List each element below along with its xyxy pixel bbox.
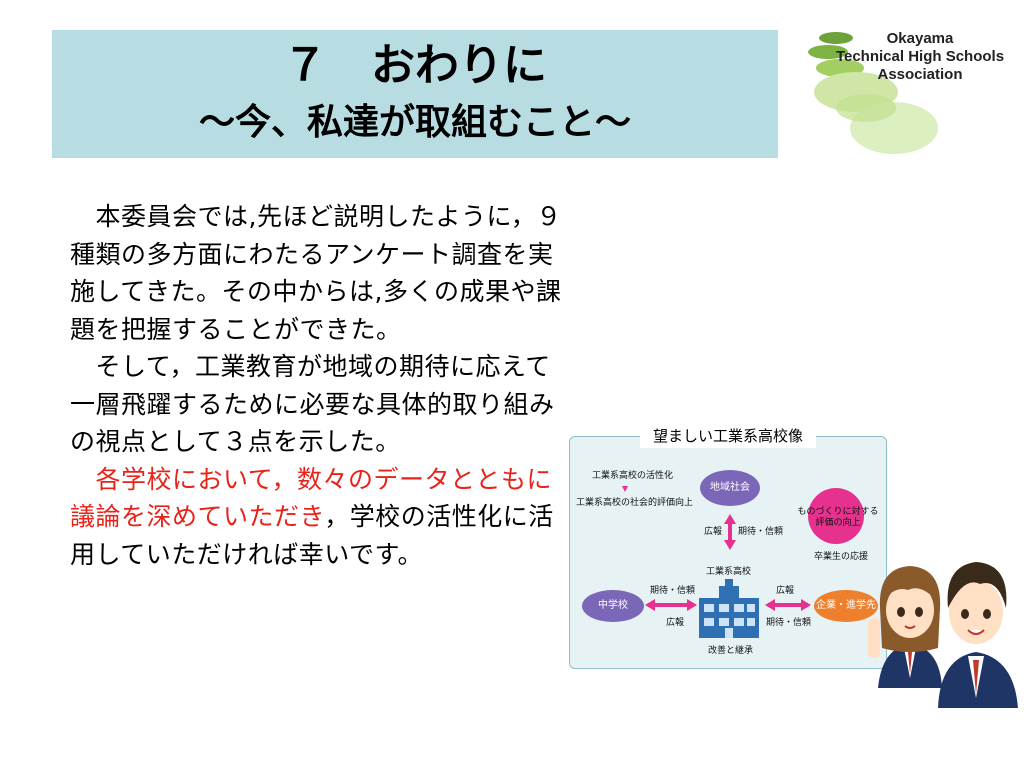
label-expect-top: 期待・信頼 [738,527,784,537]
label-school: 工業系高校 [706,567,752,577]
body-text: 本委員会では,先ほど説明したように，９種類の多方面にわたるアンケート調査を実施し… [70,198,570,573]
girl-student-icon [868,566,942,688]
emphasis-text: 各学校において，数々のデータとともに議論を深めていただき [70,464,553,532]
label-pr-right: 広報 [776,586,795,596]
left-double-arrow-icon [645,599,697,611]
node-monozukuri [808,488,864,544]
association-logo [808,32,938,154]
paragraph-3: 各学校において，数々のデータとともに議論を深めていただき，学校の活性化に活用して… [70,464,554,569]
label-graduates: 卒業生の応援 [814,552,869,562]
label-social-evaluation: 工業系高校の社会的評価向上 [576,498,694,508]
label-expect-right: 期待・信頼 [766,618,812,628]
right-double-arrow-icon [765,599,811,611]
slide-subtitle: ～今、私達が取組むこと～ [198,102,631,143]
diagram-title: 望ましい工業系高校像 [640,424,816,448]
title-banner: ７ おわりに ～今、私達が取組むこと～ [52,30,778,158]
slide-title: ７ おわりに [283,40,547,91]
label-expect-left: 期待・信頼 [650,586,696,596]
label-pr-top: 広報 [704,527,723,537]
label-pr-left: 広報 [666,618,685,628]
label-monozukuri: ものづくりに対する評価の向上 [797,507,879,528]
diagram-arrows [622,486,811,638]
logo-text: Okayama Technical High Schools Associati… [835,30,1005,83]
label-activation: 工業系高校の活性化 [592,471,674,481]
vertical-double-arrow-icon [724,514,736,550]
node-region: 地域社会 [700,470,760,506]
paragraph-1: 本委員会では,先ほど説明したように，９種類の多方面にわたるアンケート調査を実施し… [70,202,562,344]
node-company: 企業・進学先 [814,590,878,622]
school-building-icon [699,579,759,638]
paragraph-2: そして，工業教育が地域の期待に応えて一層飛躍するために必要な具体的取り組みの視点… [70,352,555,456]
node-middle-school: 中学校 [582,590,644,622]
label-improve: 改善と継承 [708,646,754,656]
students-illustration [868,562,1018,708]
boy-student-icon [938,562,1018,708]
down-triangle-icon [622,486,628,492]
